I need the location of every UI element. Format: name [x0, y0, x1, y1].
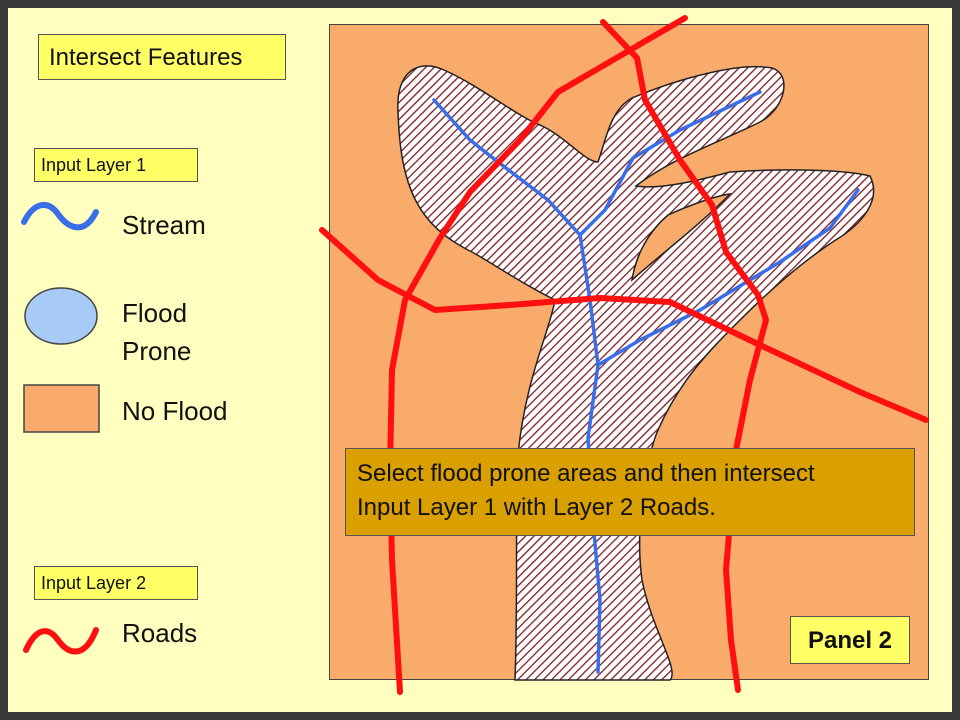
- legend-label-flood-prone: Flood Prone: [122, 298, 192, 366]
- flood-prone-ellipse-icon: [24, 287, 98, 345]
- road-east-west: [319, 227, 929, 423]
- legend-label-stream: Stream: [122, 210, 206, 240]
- caption-line-1: Select flood prone areas and then inters…: [357, 460, 815, 487]
- stream-east-branch: [596, 188, 860, 367]
- instruction-caption: Select flood prone areas and then inters…: [345, 448, 915, 536]
- road-line-icon: [23, 627, 99, 655]
- stream-line-icon: [21, 202, 99, 231]
- input-layer-1-tag: Input Layer 1: [34, 148, 198, 182]
- road-north-south-east: [600, 19, 769, 693]
- slide-title: Intersect Features: [38, 34, 286, 80]
- legend-label-roads: Roads: [122, 618, 198, 648]
- no-flood-square-icon: [23, 384, 100, 433]
- panel-label: Panel 2: [790, 616, 910, 664]
- stream-north-branch: [578, 90, 762, 237]
- flood-prone-notch: [630, 192, 733, 282]
- legend-label-no-flood: No Flood: [122, 396, 228, 426]
- input-layer-2-tag: Input Layer 2: [34, 566, 198, 600]
- caption-line-2: Input Layer 1 with Layer 2 Roads.: [357, 494, 716, 521]
